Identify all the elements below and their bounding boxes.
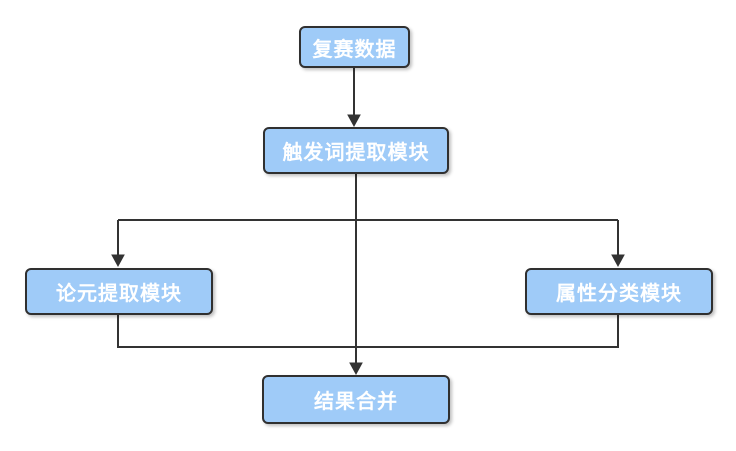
arrowhead-argument [111,254,125,268]
arrowhead-merge [349,362,363,376]
flow-node-trigger-extraction: 触发词提取模块 [263,127,449,174]
arrowhead-trigger [347,114,361,128]
flow-node-input-data: 复赛数据 [299,26,410,68]
flow-node-result-merge: 结果合并 [262,375,450,424]
flow-node-attribute-classifier: 属性分类模块 [525,268,713,315]
arrowhead-attribute [611,254,625,268]
flow-node-argument-extraction: 论元提取模块 [25,268,213,315]
